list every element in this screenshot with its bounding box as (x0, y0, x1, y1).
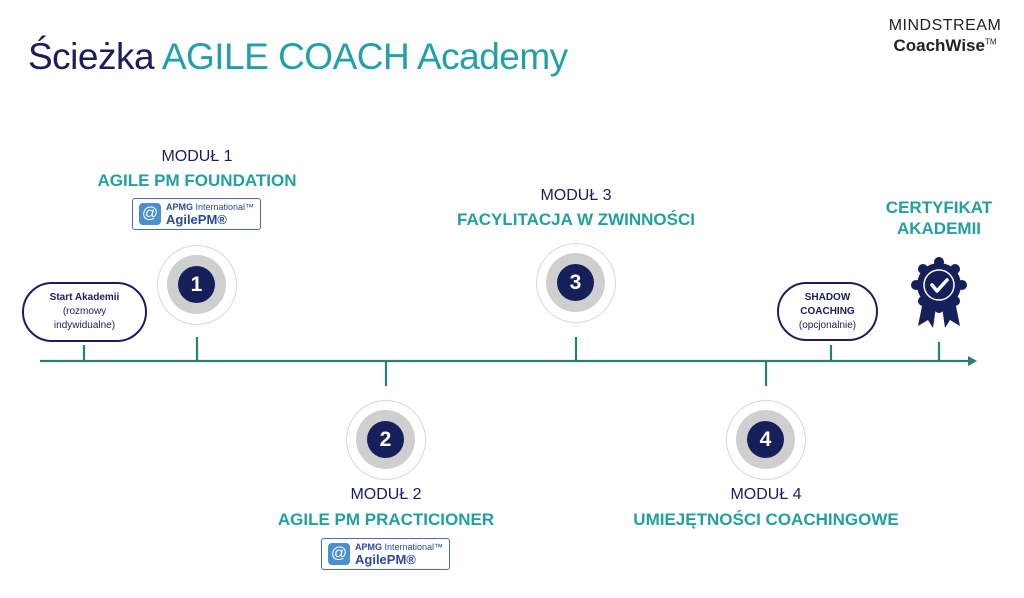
module-3-number: 3 (557, 264, 594, 301)
badge-org-suffix: International™ (384, 542, 444, 552)
module-1-title: AGILE PM FOUNDATION (97, 171, 297, 190)
shadow-subtitle: (opcjonalnie) (798, 319, 857, 331)
module-4-title: UMIEJĘTNOŚCI COACHINGOWE (633, 510, 899, 529)
logo-coachwise-text: CoachWise (893, 36, 985, 55)
module-4-number: 4 (747, 421, 784, 458)
apmg-badge-2: @ APMG International™ AgilePM® (321, 538, 450, 570)
badge-product: AgilePM® (166, 212, 227, 227)
badge-org-suffix: International™ (195, 202, 255, 212)
apmg-swirl-icon: @ (139, 203, 161, 225)
module-1-label: MODUŁ 1 (161, 148, 233, 165)
module-2-number: 2 (367, 421, 404, 458)
badge-org-name: APMG (355, 542, 382, 552)
shadow-coaching-pill: SHADOW COACHING (opcjonalnie) (777, 282, 878, 341)
badge-org: APMG International™ (166, 202, 254, 212)
apmg-swirl-icon: @ (328, 543, 350, 565)
certificate-line1: CERTYFIKAT (885, 198, 993, 217)
module-3-marker: 3 (536, 243, 616, 323)
page-title: Ścieżka AGILE COACH Academy (28, 36, 568, 78)
badge-org: APMG International™ (355, 542, 443, 552)
certificate-line2: AKADEMII (896, 219, 982, 238)
timeline-arrow-icon (968, 356, 977, 366)
logo-tm: TM (984, 37, 997, 47)
apmg-badge-1: @ APMG International™ AgilePM® (132, 198, 261, 230)
badge-product: AgilePM® (355, 552, 416, 567)
logo-coachwise: CoachWiseTM (880, 36, 1010, 56)
module-4-label: MODUŁ 4 (730, 486, 802, 503)
start-subtitle: (rozmowy indywidualne) (53, 306, 116, 331)
module-1-number: 1 (178, 266, 215, 303)
module-4-marker: 4 (726, 400, 806, 480)
module-2-marker: 2 (346, 400, 426, 480)
title-part1: Ścieżka (28, 36, 155, 77)
logo-mindstream: MINDSTREAM (888, 17, 1002, 34)
module-3-label: MODUŁ 3 (540, 187, 612, 204)
shadow-title: SHADOW COACHING (800, 291, 855, 317)
start-academy-pill: Start Akademii (rozmowy indywidualne) (22, 282, 147, 342)
badge-org-name: APMG (166, 202, 193, 212)
certificate-title: CERTYFIKAT AKADEMII (864, 197, 1014, 239)
module-2-title: AGILE PM PRACTICIONER (277, 510, 495, 529)
module-3-title: FACYLITACJA W ZWINNOŚCI (457, 210, 695, 229)
module-2-label: MODUŁ 2 (350, 486, 422, 503)
module-1-marker: 1 (157, 245, 237, 325)
title-part2: AGILE COACH Academy (161, 36, 568, 77)
certificate-rosette-icon (911, 257, 967, 328)
start-title: Start Akademii (49, 292, 120, 303)
